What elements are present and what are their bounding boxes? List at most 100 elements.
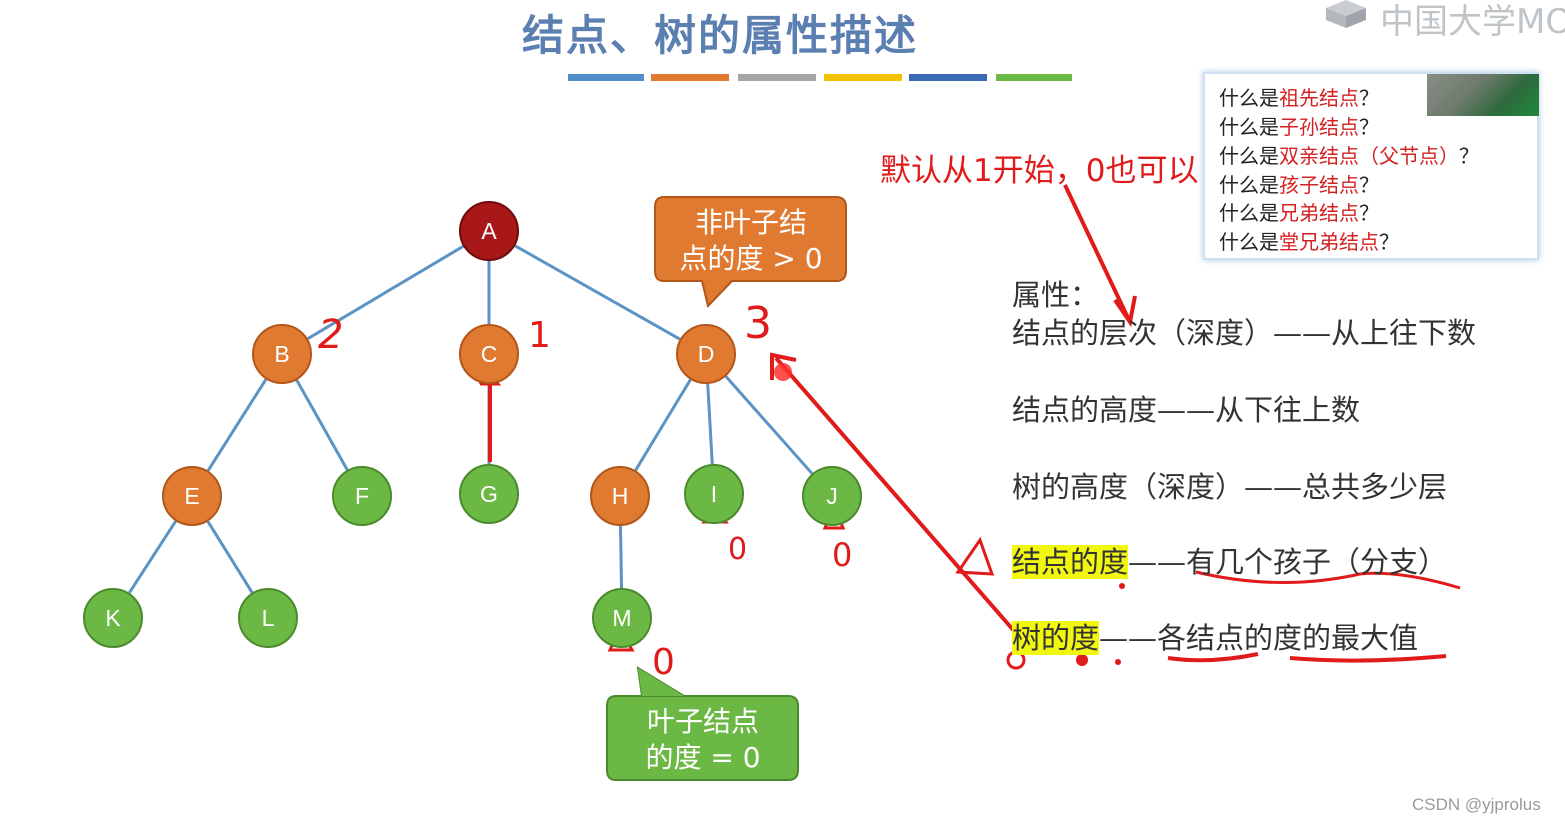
tree-degree-arrow-head bbox=[770, 352, 797, 380]
title-stripe-2 bbox=[651, 74, 729, 81]
tree-node-k: K bbox=[83, 588, 143, 648]
degree-annotation-c: 1 bbox=[528, 315, 551, 356]
tree-node-d: D bbox=[676, 324, 736, 384]
callout-nonleaf-shape bbox=[654, 196, 847, 308]
question-term: 双亲结点（父节点） bbox=[1279, 144, 1459, 168]
underline-each-node bbox=[1167, 652, 1259, 663]
tree-edge-d-h bbox=[634, 378, 692, 472]
node-label: M bbox=[612, 604, 632, 631]
property-tree-degree: 树的度——各结点的度的最大值 bbox=[1012, 615, 1418, 657]
properties-heading: 属性： bbox=[1012, 278, 1100, 312]
tree-node-m: M bbox=[592, 588, 652, 648]
tree-node-h: H bbox=[590, 466, 650, 526]
question-parent: 什么是双亲结点（父节点）？ bbox=[1219, 140, 1479, 169]
title-stripe-1 bbox=[568, 74, 644, 81]
question-prefix: 什么是 bbox=[1219, 115, 1279, 139]
question-sibling: 什么是兄弟结点？ bbox=[1219, 197, 1379, 226]
callout-leaf: 叶子结点 的度 = 0 bbox=[606, 704, 800, 776]
degree-annotation-i: 0 bbox=[728, 532, 748, 567]
question-suffix: ？ bbox=[1359, 115, 1379, 139]
question-cousin: 什么是堂兄弟结点？ bbox=[1219, 226, 1399, 255]
node-label: A bbox=[481, 217, 497, 244]
tree-node-e: E bbox=[162, 466, 222, 526]
callout-nonleaf-line1: 非叶子结 bbox=[694, 206, 807, 239]
callout-nonleaf: 非叶子结 点的度 > 0 bbox=[654, 205, 848, 277]
property-node-level: 结点的层次（深度）——从上往下数 bbox=[1012, 316, 1477, 350]
question-box: 什么是祖先结点？ 什么是子孙结点？ 什么是双亲结点（父节点）？ 什么是孩子结点？… bbox=[1203, 72, 1539, 260]
default-start-note: 默认从1开始，0也可以 bbox=[880, 153, 1199, 189]
node-label: K bbox=[105, 604, 121, 631]
node-label: I bbox=[710, 480, 718, 507]
degree-annotation-j: 0 bbox=[832, 536, 853, 574]
mooc-logo-icon bbox=[1326, 0, 1366, 28]
mooc-logo-text: 中国大学MO bbox=[1380, 2, 1565, 42]
tree-node-b: B bbox=[252, 324, 312, 384]
question-child: 什么是孩子结点？ bbox=[1219, 169, 1379, 198]
node-label: C bbox=[480, 340, 498, 367]
node-label: F bbox=[354, 482, 370, 509]
question-suffix: ？ bbox=[1359, 201, 1379, 225]
csdn-credit: CSDN @yjprolus bbox=[1412, 795, 1541, 814]
callout-nonleaf-line2: 点的度 > 0 bbox=[679, 242, 823, 275]
node-label: D bbox=[697, 340, 715, 367]
degree-annotation-d: 3 bbox=[744, 298, 772, 349]
tree-node-c: C bbox=[459, 324, 519, 384]
tree-node-g: G bbox=[459, 464, 519, 524]
tree-node-f: F bbox=[332, 466, 392, 526]
tree-node-a: A bbox=[459, 201, 519, 261]
node-label: B bbox=[274, 340, 290, 367]
tree-edge-e-k bbox=[128, 520, 177, 594]
note-arrow-head bbox=[1113, 295, 1137, 328]
question-ancestor: 什么是祖先结点？ bbox=[1219, 82, 1379, 111]
tree-node-j: J bbox=[802, 466, 862, 526]
node-label: J bbox=[826, 482, 838, 509]
tree-node-l: L bbox=[238, 588, 298, 648]
node-label: H bbox=[611, 482, 629, 509]
tree-edge-a-b bbox=[307, 245, 464, 340]
underline-branch bbox=[1195, 570, 1461, 590]
red-dot-4 bbox=[1115, 659, 1121, 665]
question-descendant: 什么是子孙结点？ bbox=[1219, 111, 1379, 140]
node-label: G bbox=[480, 480, 498, 507]
slide-title: 结点、树的属性描述 bbox=[521, 11, 918, 60]
question-prefix: 什么是 bbox=[1219, 201, 1279, 225]
red-dot-1 bbox=[1119, 583, 1125, 589]
underline-max bbox=[1289, 654, 1447, 663]
question-suffix: ？ bbox=[1359, 173, 1379, 197]
question-suffix: ？ bbox=[1359, 86, 1379, 110]
title-stripe-3 bbox=[738, 74, 816, 81]
question-term: 子孙结点 bbox=[1279, 115, 1359, 139]
tree-edge-h-m bbox=[618, 525, 624, 589]
node-label: L bbox=[261, 604, 275, 631]
tree-degree-term: 树的度 bbox=[1012, 621, 1100, 655]
question-term: 兄弟结点 bbox=[1279, 201, 1359, 225]
question-prefix: 什么是 bbox=[1219, 144, 1279, 168]
title-stripe-5 bbox=[909, 74, 987, 81]
tree-node-i: I bbox=[684, 464, 744, 524]
degree-annotation-b: 2 bbox=[318, 312, 344, 358]
tree-edge-b-e bbox=[206, 378, 268, 472]
callout-leaf-line1: 叶子结点 bbox=[646, 705, 759, 738]
tree-edge-a-d bbox=[514, 244, 681, 341]
property-node-degree: 结点的度——有几个孩子（分支） bbox=[1012, 539, 1447, 581]
question-suffix: ？ bbox=[1379, 230, 1399, 254]
callout-leaf-shape bbox=[606, 666, 799, 781]
node-degree-term: 结点的度 bbox=[1012, 545, 1129, 579]
tree-degree-desc: ——各结点的度的最大值 bbox=[1099, 621, 1419, 655]
note-arrow bbox=[1063, 184, 1130, 319]
question-term: 孩子结点 bbox=[1279, 173, 1359, 197]
red-dot-3 bbox=[1076, 654, 1088, 666]
tree-edge-d-j bbox=[724, 375, 814, 475]
question-term: 堂兄弟结点 bbox=[1279, 230, 1379, 254]
property-tree-height: 树的高度（深度）——总共多少层 bbox=[1012, 470, 1448, 504]
tree-edge-b-f bbox=[295, 379, 349, 471]
laser-pointer-dot bbox=[774, 363, 792, 381]
node-degree-desc: ——有几个孩子（分支） bbox=[1128, 545, 1448, 579]
question-prefix: 什么是 bbox=[1219, 230, 1279, 254]
triangle-mark-degree bbox=[955, 536, 995, 576]
question-term: 祖先结点 bbox=[1279, 86, 1359, 110]
question-prefix: 什么是 bbox=[1219, 86, 1279, 110]
node-label: E bbox=[184, 482, 200, 509]
tree-edge-e-l bbox=[206, 520, 254, 594]
